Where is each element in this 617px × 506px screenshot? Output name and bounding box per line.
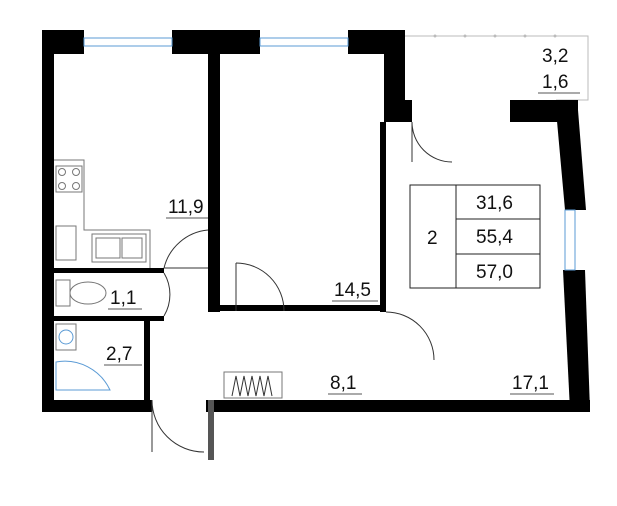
room-label-bath: 2,7: [106, 344, 132, 365]
room-label-room-b: 17,1: [512, 373, 549, 394]
room-label-kitchen: 11,9: [168, 197, 204, 218]
rooms-count: 2: [427, 228, 438, 249]
room-labels: 11,9 14,5 1,1 2,7 8,1 17,1 3,2 1,6: [104, 46, 580, 395]
windows: [83, 37, 576, 271]
balcony-area-reduced: 1,6: [542, 72, 568, 93]
fixtures: [54, 159, 283, 399]
living-area: 31,6: [476, 193, 513, 214]
balcony-area-full: 3,2: [542, 46, 568, 67]
total-area-with-balcony: 57,0: [476, 262, 513, 283]
area-summary-table: 2 31,6 55,4 57,0: [409, 184, 541, 289]
room-label-toilet: 1,1: [110, 288, 136, 309]
room-label-hall: 8,1: [330, 373, 356, 394]
total-area: 55,4: [476, 227, 513, 248]
doors: [151, 121, 453, 453]
walls: [42, 30, 590, 460]
room-label-room-a: 14,5: [334, 280, 371, 301]
